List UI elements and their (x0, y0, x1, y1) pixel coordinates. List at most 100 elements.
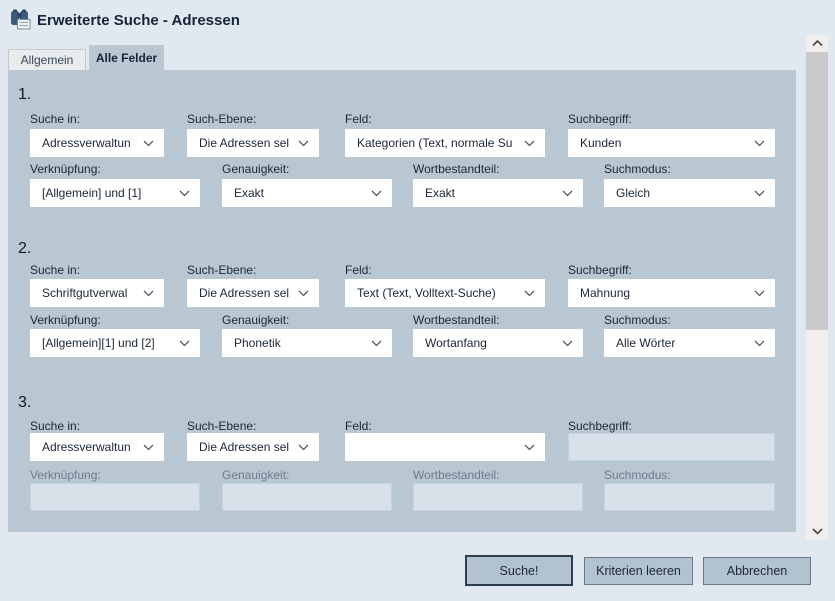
dropdown-feld-1[interactable]: Kategorien (Text, normale Su (345, 129, 545, 157)
label-verknuepfung-2: Verknüpfung: (30, 313, 101, 327)
label-such-ebene-2: Such-Ebene: (187, 263, 257, 277)
label-suchmodus-3: Suchmodus: (604, 468, 671, 482)
chevron-down-icon (811, 528, 823, 535)
label-such-ebene-3: Such-Ebene: (187, 419, 257, 433)
dropdown-verknuepfung-2[interactable]: [Allgemein][1] und [2] (30, 329, 200, 357)
dropdown-value: Kunden (580, 136, 622, 150)
dropdown-feld-3[interactable] (345, 433, 545, 461)
dropdown-value: Kategorien (Text, normale Su (357, 136, 513, 150)
dropdown-value: Adressverwaltun (42, 440, 131, 454)
dropdown-suchbegriff-1[interactable]: Kunden (568, 129, 775, 157)
label-suche-in-2: Suche in: (30, 263, 81, 277)
dropdown-value: Die Adressen sel (199, 136, 290, 150)
dropdown-value: Schriftgutverwal (42, 286, 128, 300)
chevron-down-icon (524, 140, 535, 147)
label-genauigkeit-2: Genauigkeit: (222, 313, 290, 327)
dropdown-value: Wortanfang (425, 336, 487, 350)
dropdown-such-ebene-3[interactable]: Die Adressen sel (187, 433, 319, 461)
section-1-number: 1. (18, 86, 32, 103)
scroll-down-button[interactable] (806, 523, 828, 540)
advanced-search-icon (9, 8, 32, 36)
section-3-number: 3. (18, 394, 32, 411)
search-button[interactable]: Suche! (465, 555, 573, 586)
label-genauigkeit-1: Genauigkeit: (222, 162, 290, 176)
dropdown-feld-2[interactable]: Text (Text, Volltext-Suche) (345, 279, 545, 307)
chevron-down-icon (754, 140, 765, 147)
dropdown-suchmodus-2[interactable]: Alle Wörter (604, 329, 775, 357)
label-suche-in-1: Suche in: (30, 112, 81, 126)
label-verknuepfung-1: Verknüpfung: (30, 162, 101, 176)
cancel-button[interactable]: Abbrechen (703, 557, 811, 585)
dropdown-value: Adressverwaltun (42, 136, 131, 150)
dropdown-suchbegriff-2[interactable]: Mahnung (568, 279, 775, 307)
scroll-up-button[interactable] (806, 35, 828, 52)
dropdown-value: [Allgemein][1] und [2] (42, 336, 155, 350)
field-suchbegriff-3-disabled (568, 433, 775, 461)
chevron-down-icon (524, 290, 535, 297)
field-suchmodus-3-disabled (604, 483, 775, 511)
label-feld-1: Feld: (345, 112, 372, 126)
vertical-scrollbar[interactable] (806, 35, 828, 540)
label-feld-3: Feld: (345, 419, 372, 433)
dropdown-genauigkeit-1[interactable]: Exakt (222, 179, 392, 207)
chevron-down-icon (179, 340, 190, 347)
chevron-down-icon (143, 140, 154, 147)
page-title: Erweiterte Suche - Adressen (37, 12, 240, 29)
chevron-down-icon (143, 290, 154, 297)
dropdown-suche-in-2[interactable]: Schriftgutverwal (30, 279, 164, 307)
chevron-down-icon (143, 444, 154, 451)
label-suchmodus-2: Suchmodus: (604, 313, 671, 327)
dropdown-suche-in-3[interactable]: Adressverwaltun (30, 433, 164, 461)
dropdown-value: Exakt (425, 186, 456, 200)
label-suchbegriff-3: Suchbegriff: (568, 419, 632, 433)
chevron-down-icon (754, 190, 765, 197)
field-genauigkeit-3-disabled (222, 483, 392, 511)
dropdown-suche-in-1[interactable]: Adressverwaltun (30, 129, 164, 157)
dropdown-verknuepfung-1[interactable]: [Allgemein] und [1] (30, 179, 200, 207)
dropdown-value: Gleich (616, 186, 651, 200)
chevron-down-icon (371, 340, 382, 347)
dropdown-value: Mahnung (580, 286, 631, 300)
chevron-down-icon (298, 140, 309, 147)
dropdown-value: Alle Wörter (616, 336, 676, 350)
label-wortbestandteil-2: Wortbestandteil: (413, 313, 500, 327)
label-feld-2: Feld: (345, 263, 372, 277)
label-wortbestandteil-1: Wortbestandteil: (413, 162, 500, 176)
field-wortbestandteil-3-disabled (413, 483, 583, 511)
chevron-down-icon (179, 190, 190, 197)
dropdown-value: Exakt (234, 186, 265, 200)
dropdown-wortbestandteil-1[interactable]: Exakt (413, 179, 583, 207)
chevron-up-icon (811, 40, 823, 47)
tab-alle-felder[interactable]: Alle Felder (89, 45, 164, 70)
chevron-down-icon (562, 190, 573, 197)
field-verknuepfung-3-disabled (30, 483, 200, 511)
dropdown-genauigkeit-2[interactable]: Phonetik (222, 329, 392, 357)
dropdown-value: Die Adressen sel (199, 440, 290, 454)
label-suchmodus-1: Suchmodus: (604, 162, 671, 176)
label-such-ebene-1: Such-Ebene: (187, 112, 257, 126)
label-genauigkeit-3: Genauigkeit: (222, 468, 290, 482)
chevron-down-icon (371, 190, 382, 197)
label-verknuepfung-3: Verknüpfung: (30, 468, 101, 482)
chevron-down-icon (524, 444, 535, 451)
chevron-down-icon (562, 340, 573, 347)
dropdown-value: [Allgemein] und [1] (42, 186, 142, 200)
dropdown-such-ebene-1[interactable]: Die Adressen sel (187, 129, 319, 157)
dropdown-value: Text (Text, Volltext-Suche) (357, 286, 496, 300)
label-suchbegriff-2: Suchbegriff: (568, 263, 632, 277)
label-wortbestandteil-3: Wortbestandteil: (413, 468, 500, 482)
dropdown-suchmodus-1[interactable]: Gleich (604, 179, 775, 207)
dropdown-such-ebene-2[interactable]: Die Adressen sel (187, 279, 319, 307)
chevron-down-icon (754, 290, 765, 297)
dropdown-value: Die Adressen sel (199, 286, 290, 300)
dropdown-value: Phonetik (234, 336, 281, 350)
dropdown-wortbestandteil-2[interactable]: Wortanfang (413, 329, 583, 357)
chevron-down-icon (754, 340, 765, 347)
chevron-down-icon (298, 444, 309, 451)
section-2-number: 2. (18, 240, 32, 257)
tab-allgemein[interactable]: Allgemein (8, 49, 86, 70)
label-suche-in-3: Suche in: (30, 419, 81, 433)
chevron-down-icon (298, 290, 309, 297)
scrollbar-thumb[interactable] (806, 52, 828, 330)
clear-criteria-button[interactable]: Kriterien leeren (584, 557, 693, 585)
